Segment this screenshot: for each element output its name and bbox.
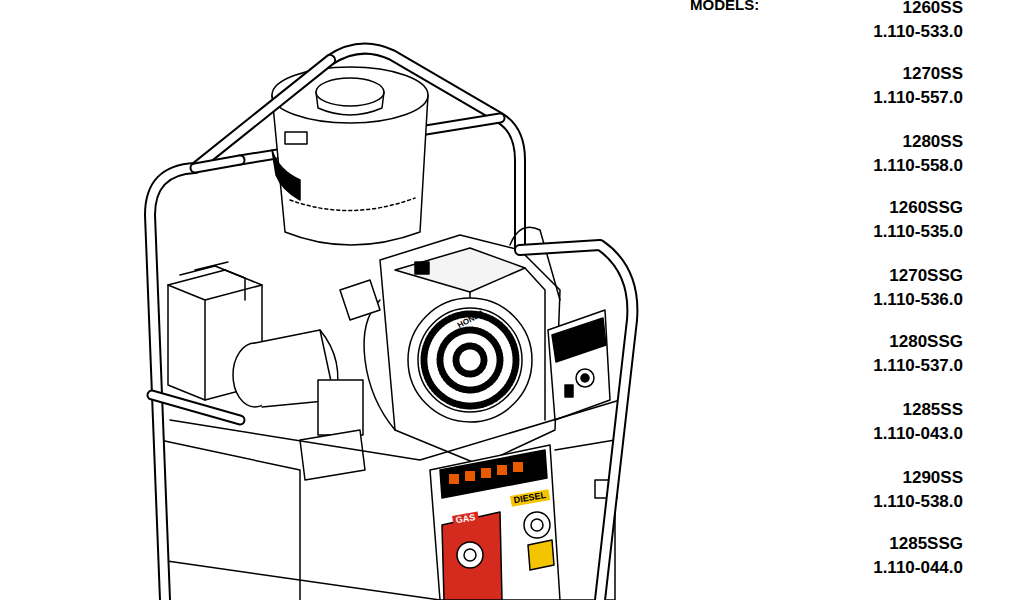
control-panel [548, 310, 610, 420]
part-number: 1.110-043.0 [873, 424, 963, 444]
model-name: 1270SSG [889, 266, 963, 286]
model-name: 1280SSG [889, 332, 963, 352]
model-name: 1270SS [903, 64, 964, 84]
frame-front [150, 60, 632, 600]
part-number: 1.110-558.0 [873, 156, 963, 176]
part-number: 1.110-537.0 [873, 356, 963, 376]
frame-back [240, 49, 520, 250]
model-name: 1285SSG [889, 534, 963, 554]
model-name: 1290SS [903, 468, 964, 488]
model-name: 1285SS [903, 400, 964, 420]
heading-label: MODELS: [690, 0, 759, 14]
part-number: 1.110-535.0 [873, 222, 963, 242]
model-name: 1260SSG [889, 198, 963, 218]
engine [364, 227, 560, 465]
part-number: 1.110-044.0 [873, 558, 963, 578]
part-number: 1.110-557.0 [873, 88, 963, 108]
fuel-tanks [160, 400, 620, 600]
model-name: 1280SS [903, 132, 964, 152]
model-name: 1260SS [903, 0, 964, 18]
part-number: 1.110-533.0 [873, 22, 963, 42]
part-number: 1.110-536.0 [873, 290, 963, 310]
part-number: 1.110-538.0 [873, 492, 963, 512]
